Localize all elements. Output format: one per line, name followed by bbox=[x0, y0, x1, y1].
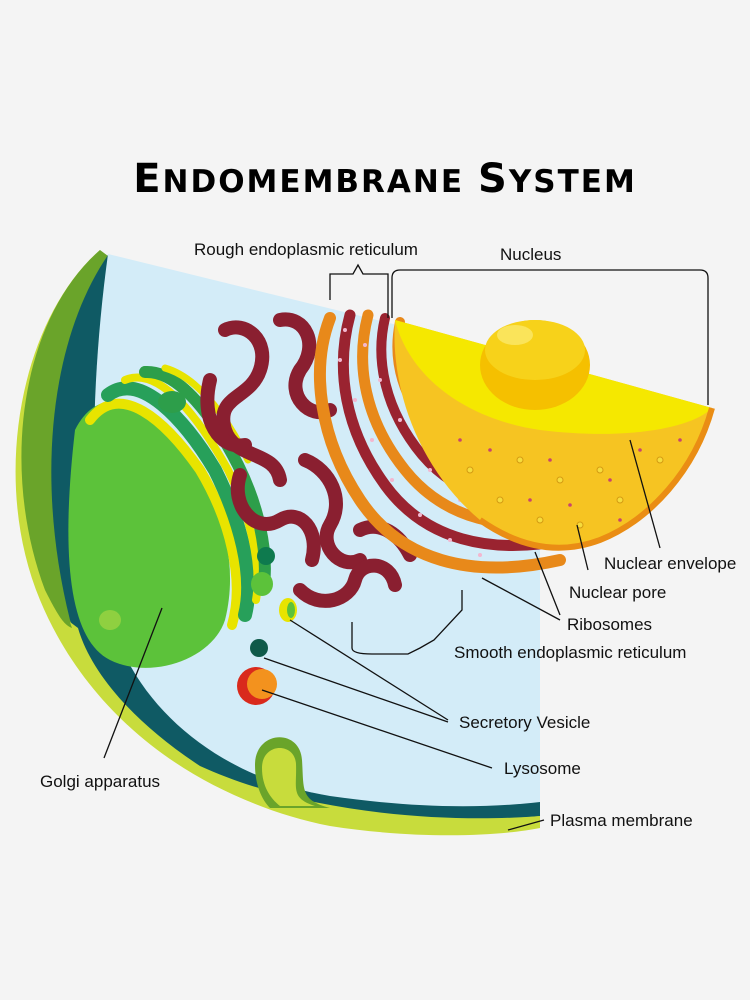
golgi-vesicles bbox=[251, 547, 297, 622]
label-secretory-vesicle: Secretory Vesicle bbox=[459, 713, 590, 732]
label-nuclear-pore: Nuclear pore bbox=[569, 583, 666, 602]
leader-lines bbox=[103, 263, 709, 831]
lysosome bbox=[237, 667, 277, 705]
rough-er bbox=[314, 309, 585, 574]
secretory-vesicle bbox=[250, 639, 268, 657]
label-plasma-membrane: Plasma membrane bbox=[550, 811, 693, 830]
label-ribosomes: Ribosomes bbox=[567, 615, 652, 634]
label-nuclear-envelope: Nuclear envelope bbox=[604, 554, 736, 573]
label-golgi: Golgi apparatus bbox=[40, 772, 160, 791]
label-nucleus: Nucleus bbox=[500, 245, 561, 264]
label-lysosome: Lysosome bbox=[504, 759, 581, 778]
nucleus bbox=[394, 320, 715, 551]
label-smooth-er: Smooth endoplasmic reticulum bbox=[454, 643, 686, 662]
label-rough-er: Rough endoplasmic reticulum bbox=[194, 240, 418, 259]
